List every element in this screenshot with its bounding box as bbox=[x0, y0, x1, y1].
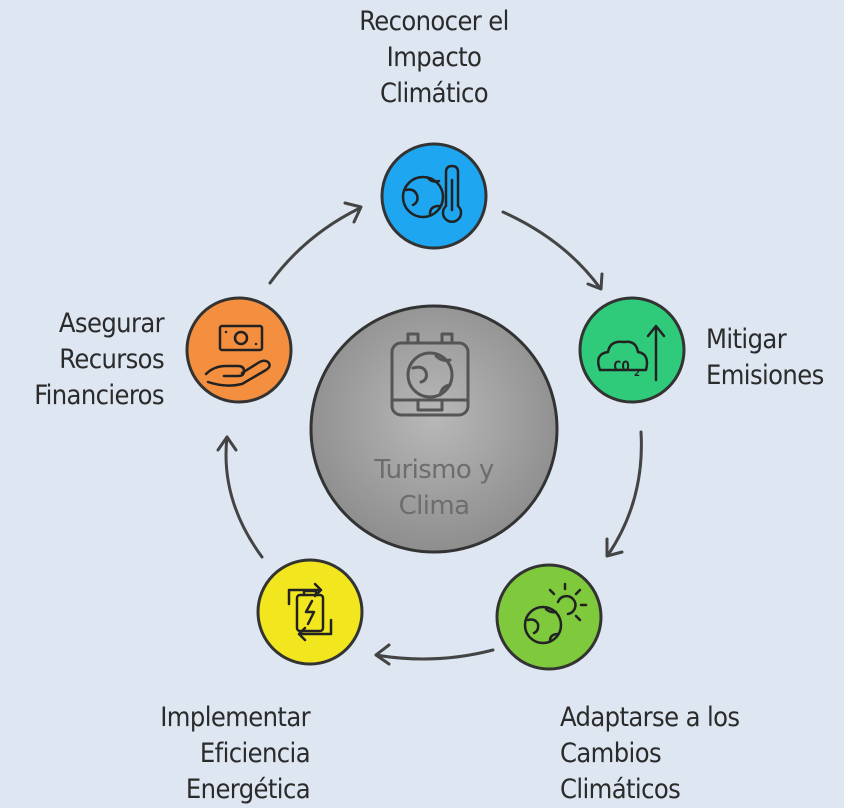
stage-adapt-label: Adaptarse a los Cambios Climáticos bbox=[560, 702, 740, 805]
stage-mitigate-label: Mitigar Emisiones bbox=[706, 324, 824, 391]
hub-label: Turismo y Clima bbox=[374, 455, 494, 521]
arrow-head bbox=[343, 201, 363, 224]
battery-cycle-icon bbox=[287, 582, 333, 642]
stage-adapt-circle bbox=[495, 563, 603, 671]
co2-text: CO bbox=[613, 359, 630, 375]
arrow-head bbox=[605, 537, 624, 558]
arrow-mitigate-to-adapt bbox=[606, 430, 643, 557]
arrow-head bbox=[586, 272, 604, 291]
stage-mitigate-circle bbox=[578, 296, 686, 404]
globe-sun-icon bbox=[523, 582, 588, 645]
arrow-recognize-to-mitigate bbox=[501, 210, 602, 290]
co2-arrow-icon bbox=[597, 324, 666, 382]
arrow-finance-to-recognize bbox=[268, 206, 362, 285]
svg-text:2: 2 bbox=[634, 368, 640, 379]
stage-finance-label: Asegurar Recursos Financieros bbox=[34, 308, 164, 411]
stage-recognize-label: Reconocer el Impacto Climático bbox=[359, 6, 509, 109]
globe-thermometer-icon bbox=[401, 164, 463, 223]
hub-circle bbox=[309, 304, 559, 554]
money-hand-icon bbox=[204, 324, 271, 387]
arrow-head bbox=[216, 435, 238, 452]
arrow-efficiency-to-finance bbox=[224, 435, 264, 559]
stage-recognize-circle bbox=[380, 142, 488, 250]
stage-efficiency-label: Implementar Eficiencia Energética bbox=[160, 702, 310, 805]
arrow-head bbox=[374, 643, 391, 666]
suitcase-globe-icon bbox=[390, 332, 470, 417]
arrow-adapt-to-efficiency bbox=[374, 648, 495, 661]
